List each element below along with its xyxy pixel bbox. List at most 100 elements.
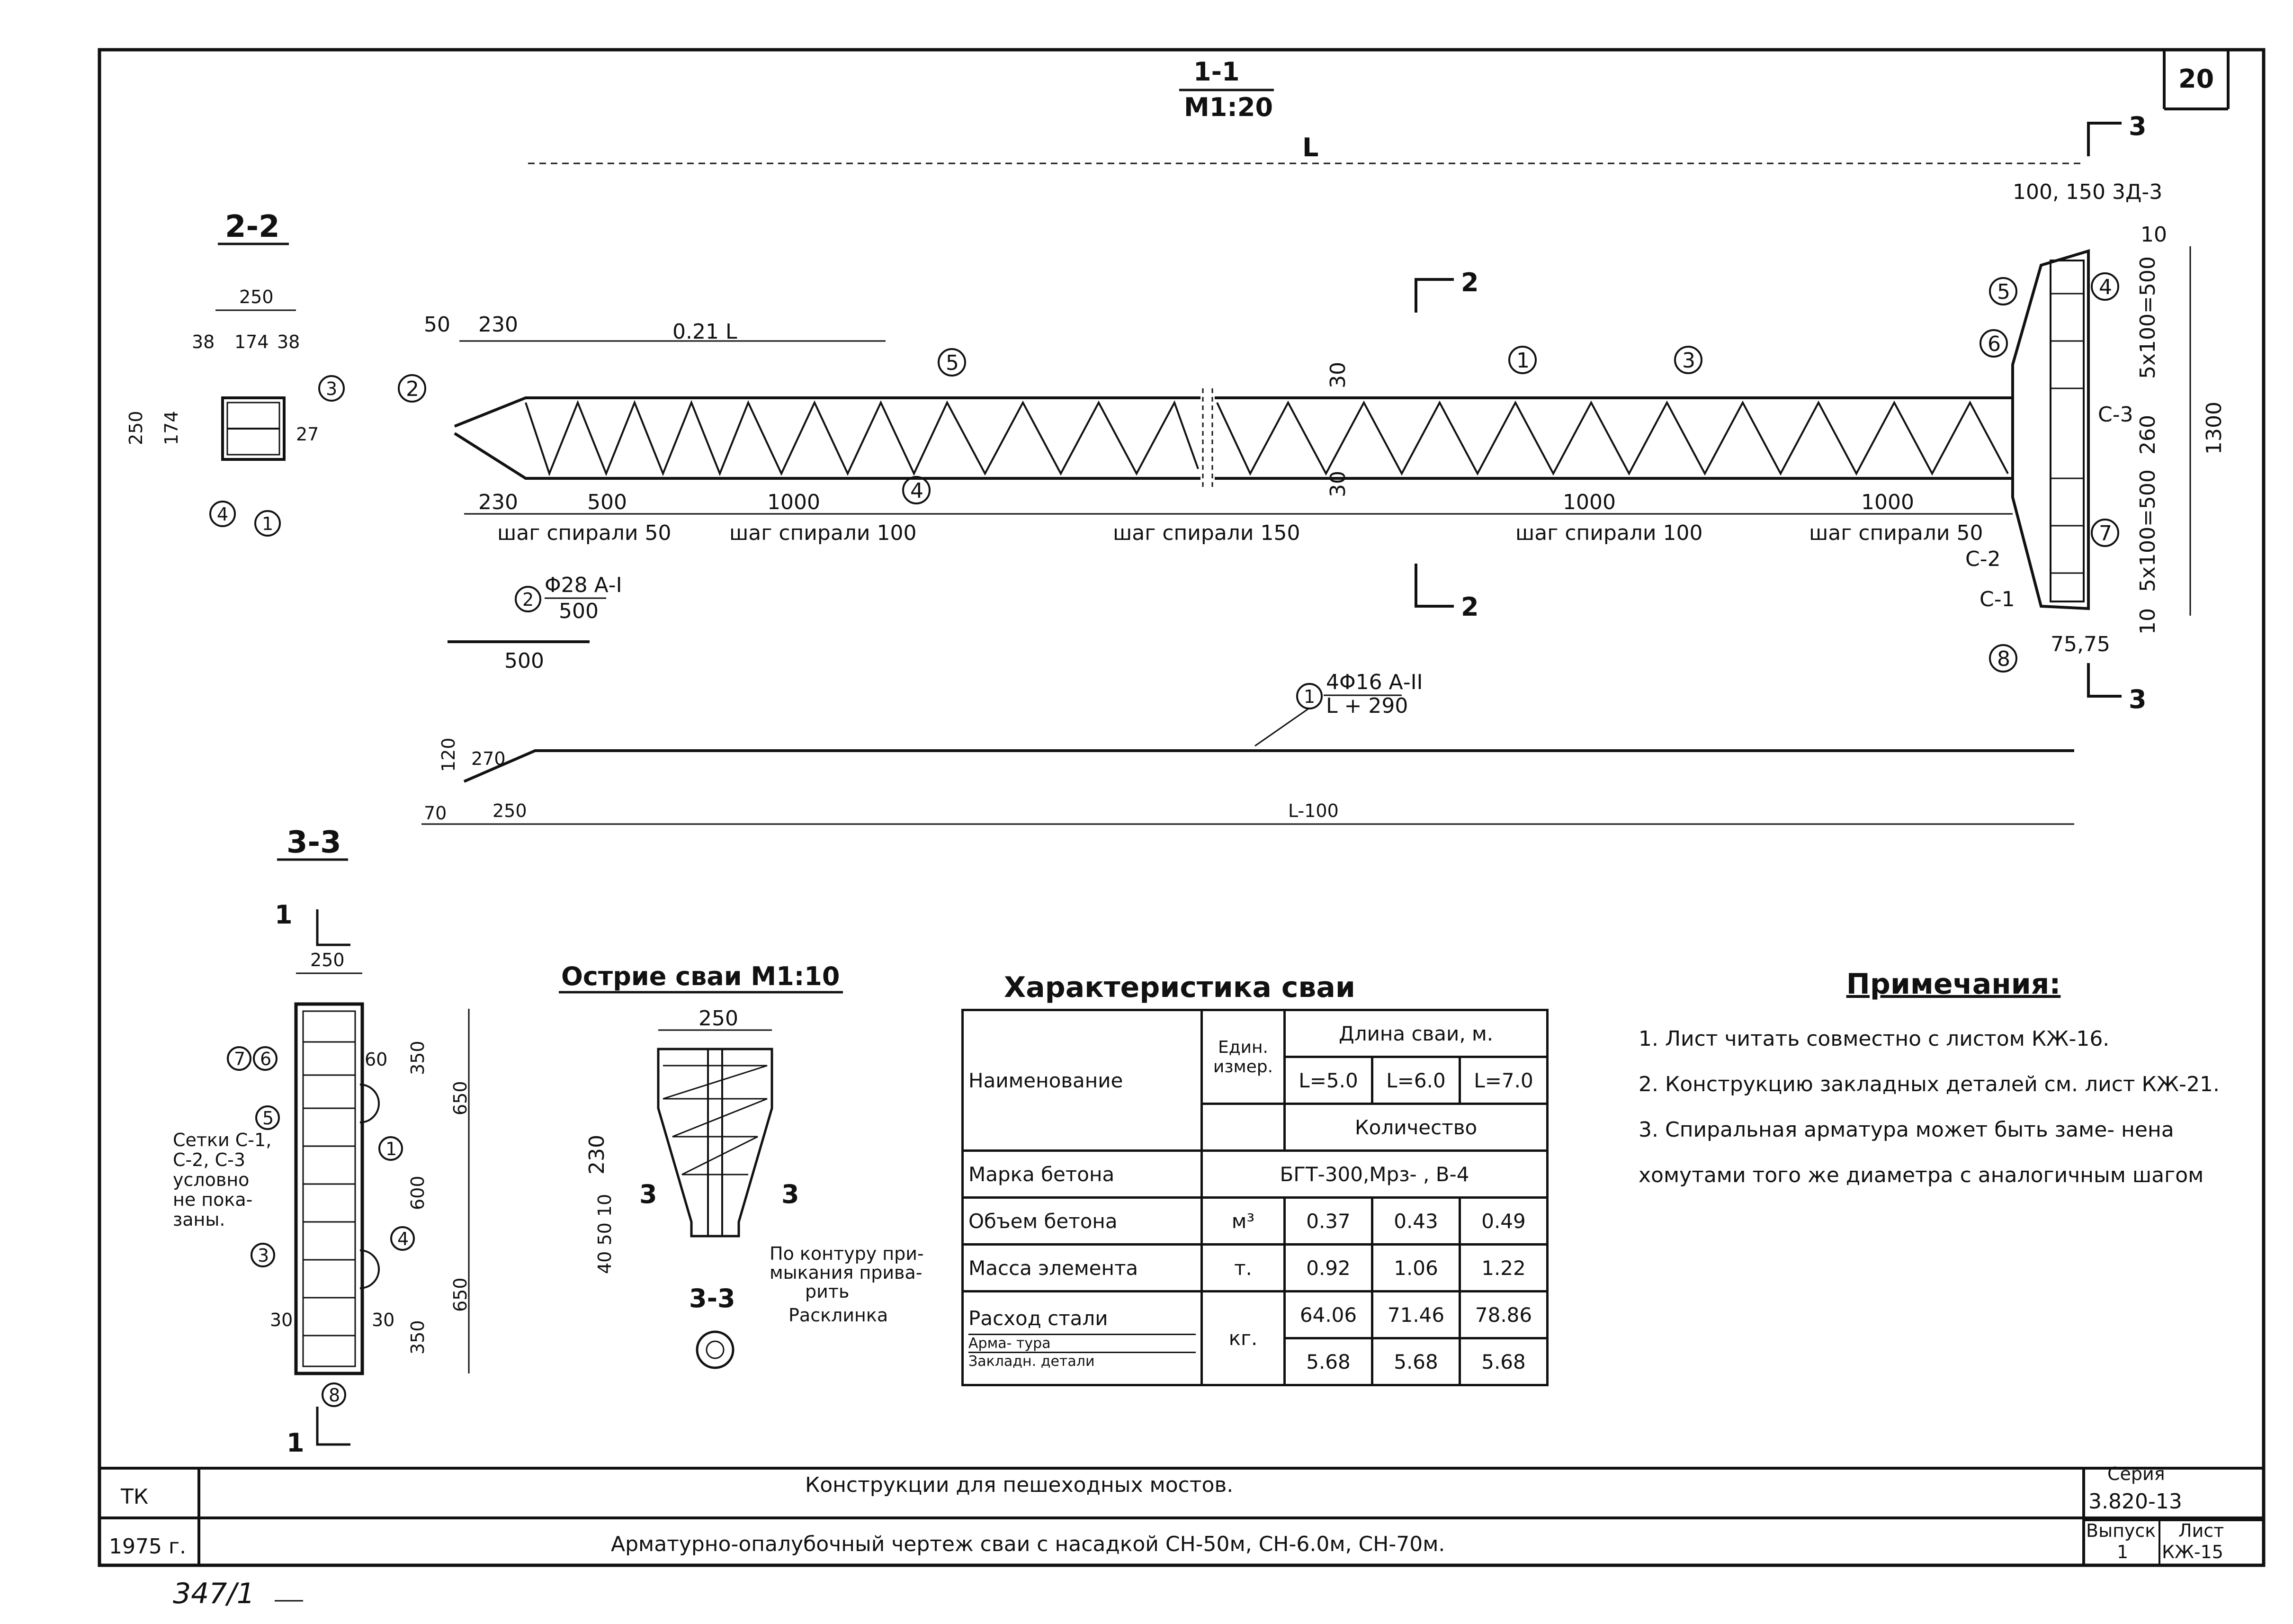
section-2-2-drawing: [215, 309, 296, 461]
dim-30-left: 30: [270, 1310, 293, 1330]
char-row-volume-name: Объем бетона: [961, 1196, 1203, 1246]
bar-1-label: 4Φ16 А-II: [1326, 670, 1423, 694]
callout-2: 2: [406, 377, 419, 401]
dim-5x100-bottom: 5x100=500: [2136, 469, 2160, 592]
step-label: шаг спирали 100: [1515, 521, 1702, 545]
mesh-c1-label: С-1: [1980, 587, 2015, 611]
callout-4-3-3: 4: [397, 1229, 409, 1249]
tip-cut-right: 3: [781, 1179, 799, 1209]
dim-650-b: 650: [450, 1277, 471, 1312]
dim-250-3-3: 250: [310, 950, 345, 970]
tip-dim-40-50-10: 40 50 10: [594, 1194, 615, 1274]
callout-1: 1: [1516, 349, 1530, 373]
char-cell: 5.68: [1459, 1337, 1549, 1386]
char-length-6: L=6.0: [1371, 1056, 1461, 1105]
tip-weld-note: По контуру при-: [770, 1243, 924, 1264]
section-2-2-callouts: [209, 375, 345, 537]
tip-cut-left: 3: [639, 1179, 657, 1209]
note-item: 2. Конструкцию закладных деталей см. лис…: [1639, 1072, 2220, 1096]
callout-8-cap: 8: [1997, 647, 2010, 671]
note-item: 1. Лист читать совместно с листом КЖ-16.: [1639, 1027, 2110, 1051]
step-label: шаг спирали 50: [1809, 521, 1983, 545]
title-block: [99, 1467, 2264, 1565]
bar-2-length: 500: [559, 599, 599, 623]
bar-2-label: Φ28 А-I: [545, 573, 622, 597]
dim-600: 600: [407, 1175, 428, 1210]
char-cell: 5.68: [1371, 1337, 1461, 1386]
char-h-qty: Количество: [1283, 1103, 1549, 1152]
dim-38-b: 38: [277, 332, 300, 352]
dim-270: 270: [471, 748, 506, 769]
section-3-3-dims: 250 350 650 600 650 350 30 30 60: [270, 950, 471, 1355]
embedded-part-label: 3Д-3: [2112, 180, 2162, 204]
tip-section-3-3: 3-3: [689, 1283, 735, 1313]
dim-250-vert: 250: [125, 411, 146, 445]
spiral-steps: шаг спирали 50 шаг спирали 100 шаг спира…: [497, 521, 1983, 545]
notes-title: Примечания:: [1846, 968, 2061, 1001]
stamp-issue: 1: [2117, 1542, 2128, 1562]
char-row-steel: Расход стали Арма- тура Закладн. детали: [961, 1290, 1203, 1386]
mesh-c2-label: С-2: [1965, 547, 2001, 571]
stamp-series: 3.820-13: [2088, 1489, 2182, 1514]
char-h-length: Длина сваи, м.: [1283, 1009, 1549, 1058]
char-row-steel-sub2: Закладн. детали: [968, 1352, 1196, 1370]
char-h-unit: Един. измер.: [1200, 1009, 1286, 1105]
dim-100-150: 100, 150: [2013, 180, 2105, 204]
tip-dim-230: 230: [585, 1135, 609, 1175]
dim-350-a: 350: [407, 1041, 428, 1075]
dim-120: 120: [438, 737, 459, 772]
char-length-5: L=5.0: [1283, 1056, 1373, 1105]
dim-30-right: 30: [372, 1310, 394, 1330]
dim-10: 10: [2141, 223, 2167, 247]
dim-30-a: 30: [1326, 362, 1350, 388]
dim-260: 260: [2136, 415, 2160, 455]
sheet-number: 20: [2178, 64, 2214, 94]
char-h-name: Наименование: [961, 1009, 1203, 1152]
callout-7-3-3: 7: [234, 1049, 245, 1069]
stamp-year: 1975 г.: [109, 1534, 186, 1559]
stamp-sheet: КЖ-15: [2162, 1542, 2223, 1562]
notes-block: Примечания: 1. Лист читать совместно с л…: [1639, 961, 2268, 1198]
char-cell: 0.92: [1283, 1243, 1373, 1292]
dim-250: 250: [239, 287, 274, 307]
cut-2-bottom: 2: [1461, 592, 1479, 622]
stamp-title-2: Арматурно-опалубочный чертеж сваи с наса…: [611, 1532, 1445, 1556]
dim-50: 50: [424, 313, 450, 337]
char-table: Наименование Един. измер. Длина сваи, м.…: [961, 1009, 1549, 1386]
tip-weld-note: рить: [805, 1281, 849, 1302]
dim-350-b: 350: [407, 1320, 428, 1355]
bar-1-length: L + 290: [1326, 694, 1408, 718]
char-length-7: L=7.0: [1459, 1056, 1549, 1105]
callout-1-3-3: 1: [385, 1139, 397, 1159]
callout-labels: 2 5 1 3 4 5 4 6 7 8 3Д-3 С-3 С-2 С-1: [406, 180, 2162, 671]
callout-3-2-2: 3: [326, 378, 337, 399]
char-cell: 71.46: [1371, 1290, 1461, 1339]
stamp-title-1: Конструкции для пешеходных мостов.: [805, 1473, 1233, 1497]
dim-650-a: 650: [450, 1081, 471, 1115]
callout-4: 4: [910, 479, 923, 503]
char-cell: 64.06: [1283, 1290, 1373, 1339]
dim-1000-b: 1000: [1563, 490, 1616, 514]
callout-4-cap: 4: [2099, 275, 2112, 299]
step-label: шаг спирали 100: [729, 521, 916, 545]
char-row-steel-unit: кг.: [1200, 1290, 1286, 1386]
dim-1300: 1300: [2202, 402, 2226, 455]
dim-1000-c: 1000: [1861, 490, 1914, 514]
dim-230-top: 230: [478, 313, 518, 337]
dim-230-bottom: 230: [478, 490, 518, 514]
section-3-3-note: Сетки С-1, С-2, С-3 условно не пока- зан…: [173, 1130, 271, 1230]
char-cell: 0.43: [1371, 1196, 1461, 1246]
title-block-text: ТК 1975 г. Конструкции для пешеходных мо…: [109, 1463, 2224, 1562]
stamp-issue-label: Выпуск: [2086, 1520, 2156, 1541]
char-row-grade-name: Марка бетона: [961, 1149, 1203, 1199]
note-line: заны.: [173, 1209, 225, 1230]
step-label: шаг спирали 150: [1113, 521, 1300, 545]
tip-drawing: [657, 1029, 773, 1369]
tip-wedge-label: Расклинка: [788, 1305, 888, 1326]
stamp-series-label: Серия: [2107, 1463, 2165, 1484]
dim-L: L: [1302, 133, 1318, 162]
note-line: Сетки С-1,: [173, 1130, 271, 1150]
dims-1-1: 50 230 0.21 L 230 500 1000 1000 1000 30 …: [424, 180, 2226, 656]
dim-70: 70: [424, 803, 447, 824]
